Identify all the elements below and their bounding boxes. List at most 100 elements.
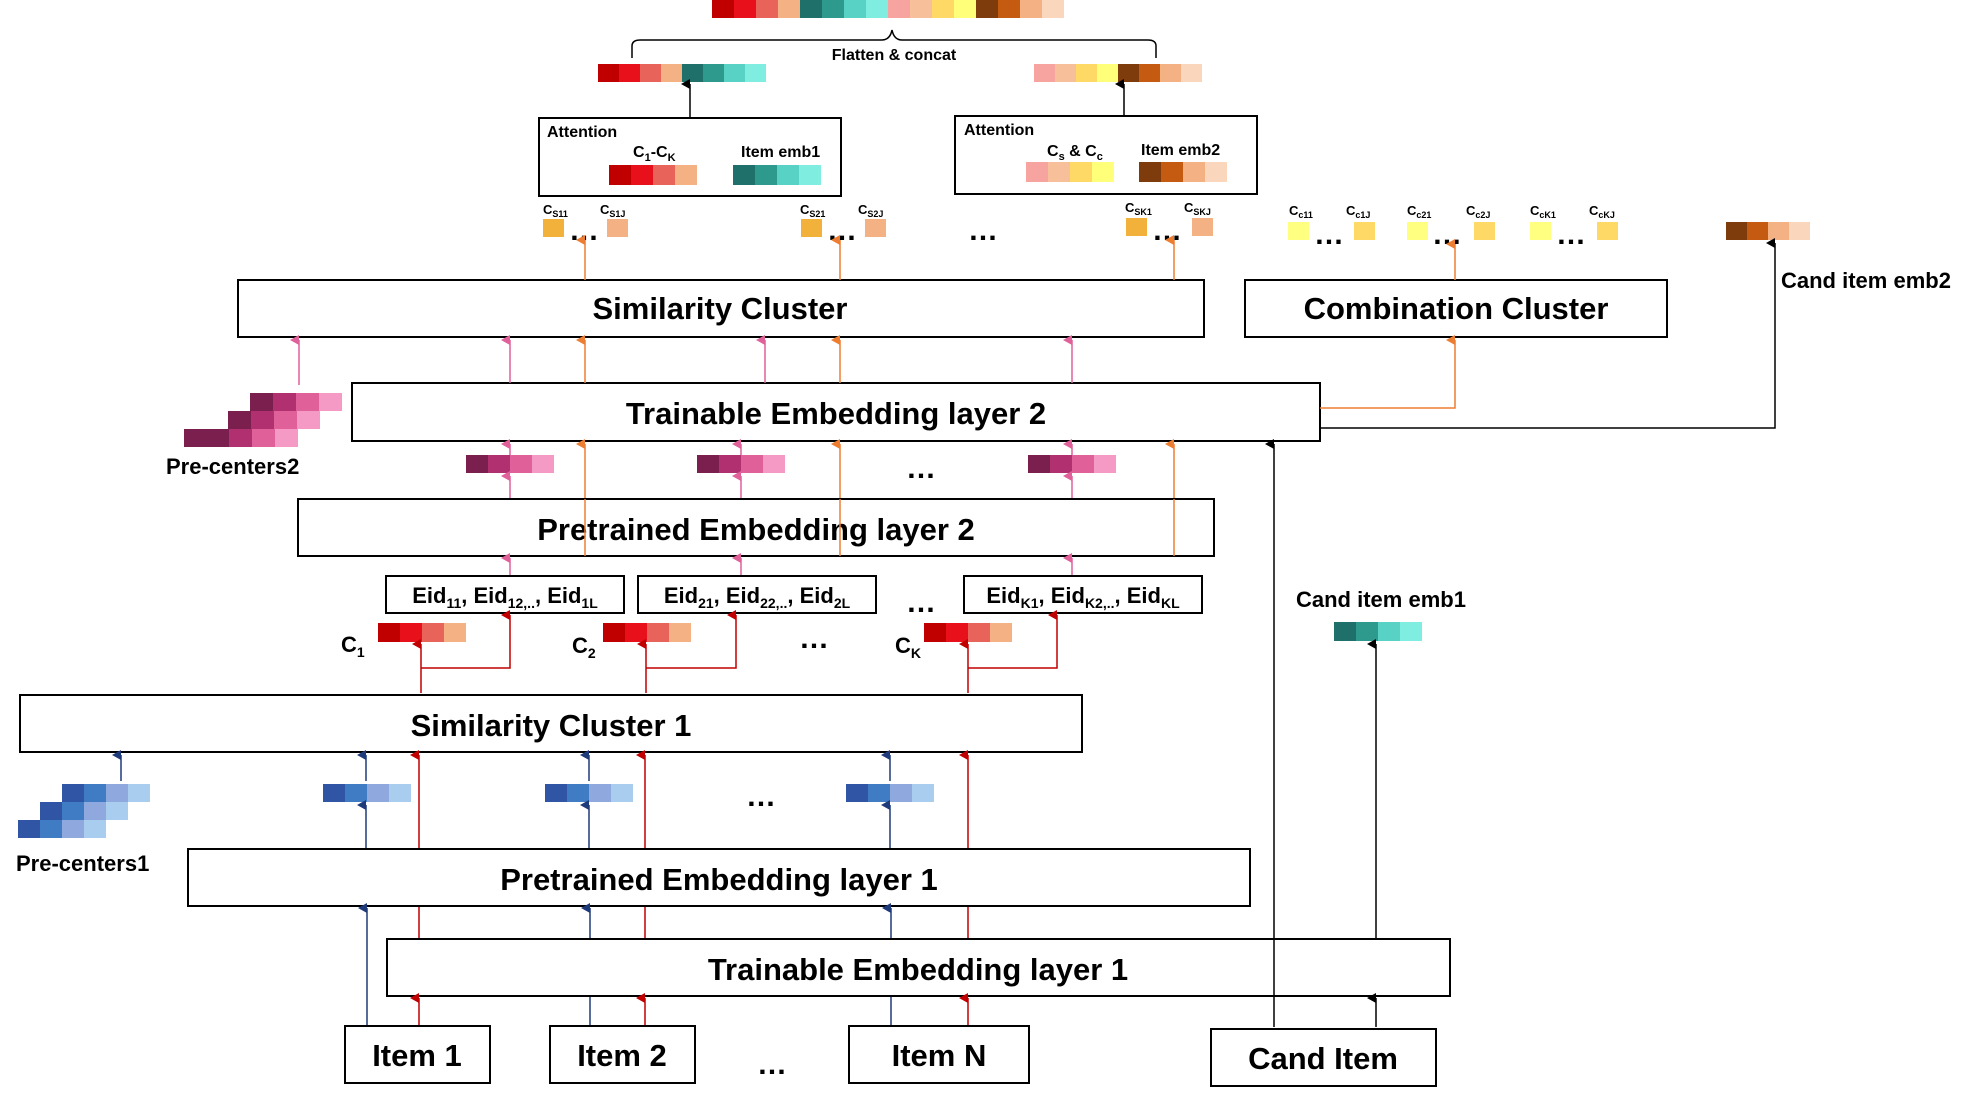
attention-output-strip-left — [598, 64, 766, 82]
item-n-box: Item N — [848, 1025, 1030, 1084]
dots-cc1: … — [1314, 218, 1344, 251]
eid-text-k: EidK1, EidK2,.., EidKL — [986, 583, 1180, 611]
pretrained-2-output-strip-2 — [697, 455, 785, 473]
node-label-cs11: CS11 — [543, 202, 568, 219]
pre-centers1-stack — [18, 784, 150, 838]
similarity-cluster-1-box — [19, 694, 1083, 753]
node-label-cs2j: CS2J — [858, 202, 883, 219]
similarity-cluster-label: Similarity Cluster — [593, 291, 848, 326]
dots-cs1: … — [569, 214, 599, 247]
attention-box-right: Attention Cs & Cc Item emb2 — [954, 115, 1258, 195]
node-label-cc2j: Cc2J — [1466, 203, 1490, 220]
combination-cluster-box — [1244, 279, 1668, 338]
cluster-center-strip-ck — [924, 623, 1012, 642]
arrow-sc1-to-eidk — [968, 610, 1058, 669]
attention-output-strip-right — [1034, 64, 1202, 82]
pretrained-embedding-2-box — [297, 498, 1215, 557]
node-csk1 — [1126, 218, 1147, 236]
cand-item-emb1-strip — [1334, 622, 1422, 641]
arrow-te2-to-combination — [1320, 335, 1456, 409]
item-1-label: Item 1 — [372, 1038, 462, 1073]
arrow-te2-to-cand-emb2 — [1320, 238, 1776, 429]
pre-centers2-stack — [184, 393, 342, 447]
node-cs2j — [865, 219, 886, 237]
pretrained-1-output-strip-1 — [323, 784, 411, 802]
dots-cck: … — [1556, 218, 1586, 251]
cand-item-label: Cand Item — [1248, 1041, 1398, 1076]
dots-pretrained-1: … — [746, 780, 776, 813]
item-2-box: Item 2 — [549, 1025, 696, 1084]
cand-item-emb2-label: Cand item emb2 — [1781, 268, 1951, 293]
pretrained-1-output-strip-n — [846, 784, 934, 802]
item-n-label: Item N — [892, 1038, 987, 1073]
dots-cs-middle: … — [968, 214, 998, 247]
eid-text-1: Eid11, Eid12,.., Eid1L — [412, 583, 598, 611]
pretrained-2-output-strip-1 — [466, 455, 554, 473]
pre-centers2-label: Pre-centers2 — [166, 454, 299, 479]
item-emb2-label: Item emb2 — [1141, 142, 1220, 159]
similarity-cluster-1-label: Similarity Cluster 1 — [411, 708, 692, 743]
dots-cc2: … — [1432, 218, 1462, 251]
node-label-cskj: CSKJ — [1184, 200, 1211, 217]
eid-text-2: Eid21, Eid22,.., Eid2L — [664, 583, 851, 611]
node-label-csk1: CSK1 — [1125, 200, 1152, 217]
cand-item-emb1-label: Cand item emb1 — [1296, 587, 1466, 612]
eid-box-k: EidK1, EidK2,.., EidKL — [963, 575, 1203, 614]
node-cc1j — [1354, 222, 1375, 240]
node-cc11 — [1288, 222, 1309, 240]
node-cckj — [1597, 222, 1618, 240]
eid-box-2: Eid21, Eid22,.., Eid2L — [637, 575, 877, 614]
cand-item-box: Cand Item — [1210, 1028, 1437, 1087]
arrow-sc1-to-eid2 — [646, 610, 737, 669]
pretrained-2-output-strip-k — [1028, 455, 1116, 473]
trainable-embedding-2-box — [351, 382, 1321, 442]
eid-box-1: Eid11, Eid12,.., Eid1L — [385, 575, 625, 614]
trainable-embedding-1-box — [386, 938, 1451, 997]
dots-cs2: … — [827, 214, 857, 247]
flatten-concat-label: Flatten & concat — [832, 47, 957, 64]
node-cs11 — [543, 219, 564, 237]
pretrained-embedding-1-box — [187, 848, 1251, 907]
node-cc21 — [1407, 222, 1428, 240]
node-cck1 — [1530, 222, 1551, 240]
dots-pretrained-2: … — [906, 452, 936, 485]
cand-item-emb2-strip — [1726, 222, 1810, 240]
pretrained-1-output-strip-2 — [545, 784, 633, 802]
item-2-label: Item 2 — [577, 1038, 667, 1073]
node-label-cc1j: Cc1J — [1346, 203, 1370, 220]
cs-cc-label: Cs & Cc — [1047, 143, 1103, 163]
cluster-label-ck: CK — [895, 633, 921, 661]
node-label-cs21: CS21 — [800, 202, 825, 219]
pre-centers1-label: Pre-centers1 — [16, 851, 149, 876]
cluster-label-c1: C1 — [341, 632, 365, 660]
trainable-embedding-1-label: Trainable Embedding layer 1 — [708, 952, 1128, 987]
dots-items: … — [757, 1048, 787, 1081]
node-cs21 — [801, 219, 822, 237]
pretrained-embedding-2-label: Pretrained Embedding layer 2 — [537, 512, 975, 547]
node-label-cckj: CcKJ — [1589, 203, 1615, 220]
attention-label-left: Attention — [547, 124, 617, 141]
node-cs1j — [607, 219, 628, 237]
flattened-output-strip — [712, 0, 1064, 18]
similarity-cluster-box — [237, 279, 1205, 338]
item-1-box: Item 1 — [344, 1025, 491, 1084]
combination-cluster-nodes: Cc11 Cc1J … Cc21 Cc2J … CcK1 CcKJ … — [1288, 203, 1618, 251]
dots-c: … — [799, 622, 829, 655]
cluster-label-c2: C2 — [572, 633, 596, 661]
node-label-cc11: Cc11 — [1289, 203, 1313, 220]
node-cc2j — [1474, 222, 1495, 240]
node-label-cck1: CcK1 — [1530, 203, 1556, 220]
attention-box-left: Attention C1-CK Item emb1 — [538, 117, 842, 197]
attention-label-right: Attention — [964, 122, 1034, 139]
similarity-cluster-nodes: CS11 CS1J … CS21 CS2J … … CSK1 CSKJ … — [543, 200, 1213, 247]
flatten-brace — [631, 29, 1157, 58]
node-label-cc21: Cc21 — [1407, 203, 1431, 220]
c1-ck-label: C1-CK — [633, 144, 676, 164]
node-cskj — [1192, 218, 1213, 236]
node-label-cs1j: CS1J — [600, 202, 625, 219]
cluster-center-strip-c1 — [378, 623, 466, 642]
cluster-center-strip-c2 — [603, 623, 691, 642]
dots-csk: … — [1152, 214, 1182, 247]
combination-cluster-label: Combination Cluster — [1304, 291, 1609, 326]
